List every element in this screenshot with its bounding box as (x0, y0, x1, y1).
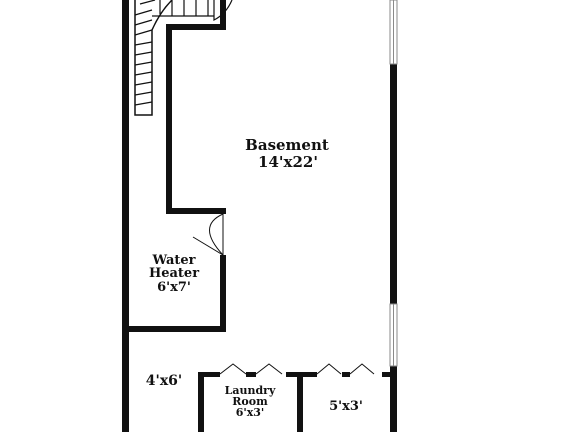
laundry-name-line1: Laundry (225, 384, 276, 397)
basement-size: 14'x22' (258, 153, 318, 171)
water-heater-label: Water Heater 6'x7' (149, 253, 199, 295)
closet-size: 5'x3' (329, 399, 363, 414)
small-room-size: 4'x6' (146, 373, 182, 389)
water-heater-door (192, 213, 224, 256)
basement-label: Basement 14'x22' (245, 136, 329, 171)
basement-name: Basement (245, 136, 329, 154)
water-heater-name-line1: Water (151, 253, 195, 268)
water-heater-size: 6'x7' (157, 280, 191, 295)
window-top (389, 0, 398, 65)
walls (122, 0, 397, 432)
laundry-size: 6'x3' (236, 406, 265, 419)
bifold-doors (219, 363, 375, 375)
laundry-name-line2: Room (232, 395, 268, 408)
water-heater-name-line2: Heater (149, 266, 199, 281)
staircase (134, 0, 233, 116)
laundry-label: Laundry Room 6'x3' (225, 384, 276, 419)
window-bottom (389, 303, 398, 367)
